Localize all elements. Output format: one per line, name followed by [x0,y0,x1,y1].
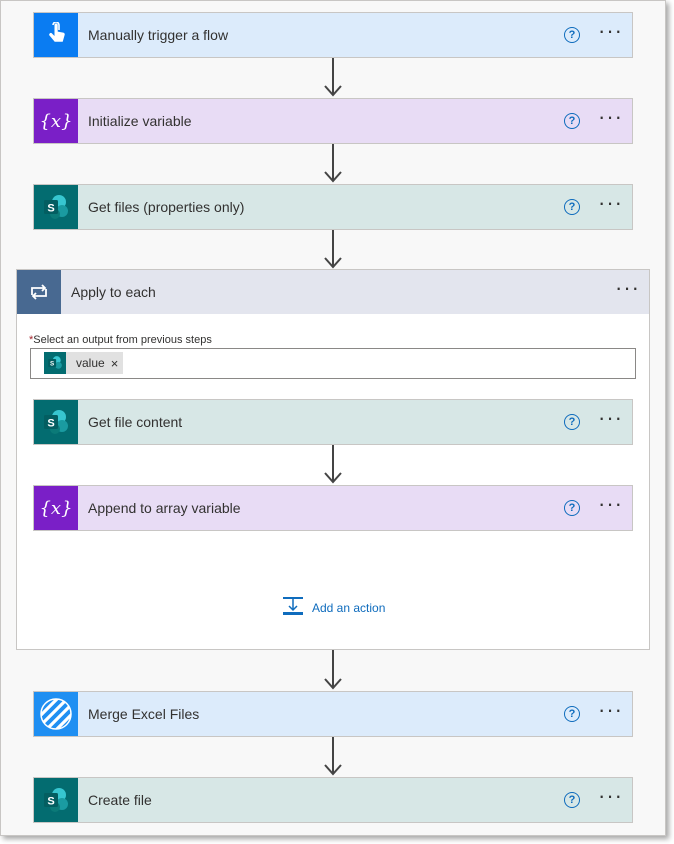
help-icon[interactable]: ? [564,199,580,215]
step-initialize-variable[interactable]: {𝑥} Initialize variable ? ··· [33,98,633,144]
connector-arrow [323,230,343,269]
step-title: Initialize variable [88,113,192,129]
more-options-button[interactable]: ··· [598,405,623,430]
step-title: Merge Excel Files [88,706,200,722]
svg-text:S: S [47,203,54,215]
help-icon[interactable]: ? [564,500,580,516]
dynamic-content-token[interactable]: S value × [44,352,124,374]
more-options-button[interactable]: ··· [598,104,623,129]
add-action-label: Add an action [312,600,386,615]
connector-arrow [323,58,343,97]
sharepoint-icon: S [34,400,78,444]
variable-icon: {𝑥} [34,99,78,143]
field-label: *Select an output from previous steps [29,334,212,346]
sharepoint-icon: S [34,185,78,229]
sharepoint-icon: S [44,352,66,374]
more-options-button[interactable]: ··· [598,697,623,722]
step-merge-excel-files[interactable]: Merge Excel Files ? ··· [33,691,633,737]
remove-token-button[interactable]: × [110,355,119,371]
step-title: Create file [88,792,152,808]
step-create-file[interactable]: S Create file ? ··· [33,777,633,823]
step-get-files[interactable]: S Get files (properties only) ? ··· [33,184,633,230]
add-action-icon [282,596,304,619]
step-title: Append to array variable [88,500,241,516]
token-label: value [76,356,105,370]
svg-text:S: S [47,796,54,808]
connector-arrow [323,144,343,183]
variable-icon: {𝑥} [34,486,78,530]
flow-canvas: Manually trigger a flow ? ··· {𝑥} Initia… [0,0,666,836]
svg-text:{𝑥}: {𝑥} [39,498,72,519]
loop-icon [17,270,61,314]
field-label-text: Select an output from previous steps [33,334,212,346]
help-icon[interactable]: ? [564,706,580,722]
step-manually-trigger[interactable]: Manually trigger a flow ? ··· [33,12,633,58]
apply-to-each-container[interactable]: Apply to each ··· *Select an output from… [16,269,650,650]
help-icon[interactable]: ? [564,113,580,129]
apply-to-each-header[interactable]: Apply to each ··· [17,270,649,314]
step-append-to-array[interactable]: {𝑥} Append to array variable ? ··· [33,485,633,531]
help-icon[interactable]: ? [564,792,580,808]
connector-arrow [323,445,343,484]
plumsail-icon [34,692,78,736]
more-options-button[interactable]: ··· [598,190,623,215]
touch-icon [34,13,78,57]
more-options-button[interactable]: ··· [598,783,623,808]
help-icon[interactable]: ? [564,414,580,430]
svg-text:S: S [47,418,54,430]
step-title: Apply to each [71,284,156,300]
more-options-button[interactable]: ··· [598,491,623,516]
connector-arrow [323,737,343,776]
step-get-file-content[interactable]: S Get file content ? ··· [33,399,633,445]
sharepoint-icon: S [34,778,78,822]
step-title: Get files (properties only) [88,199,245,215]
required-mark: * [29,334,34,346]
add-action-button[interactable]: Add an action [282,596,385,619]
step-title: Get file content [88,414,183,430]
svg-text:{𝑥}: {𝑥} [39,111,72,132]
output-selector-input[interactable]: S value × [30,348,636,379]
more-options-button[interactable]: ··· [598,18,623,43]
step-title: Manually trigger a flow [88,27,229,43]
svg-text:S: S [50,361,54,368]
connector-arrow [323,650,343,690]
help-icon[interactable]: ? [564,27,580,43]
more-options-button[interactable]: ··· [615,275,640,300]
